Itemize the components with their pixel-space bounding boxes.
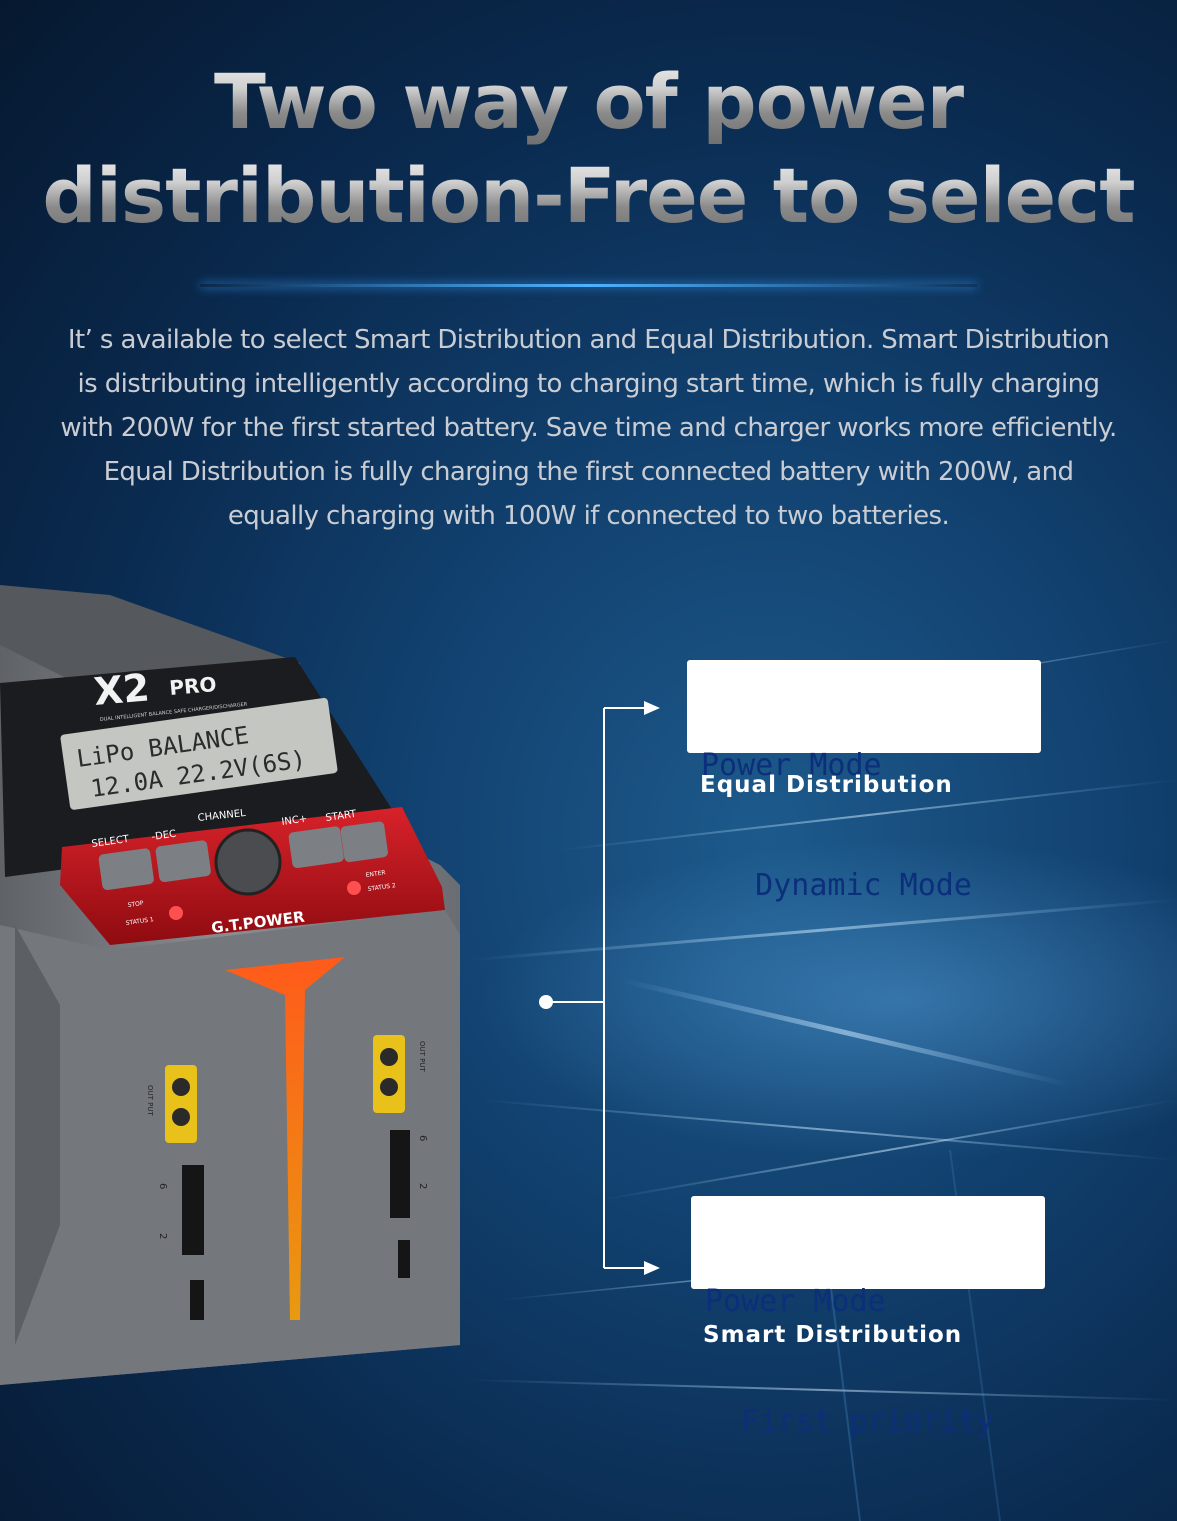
balance-label-6-left: 6 (157, 1183, 168, 1189)
port-label-2: OUT PUT (418, 1041, 426, 1072)
status-1-label: STATUS 1 (125, 916, 154, 927)
model-suffix: PRO (168, 672, 217, 700)
charger-top-panel (0, 585, 300, 685)
select-label: SELECT (91, 834, 131, 850)
port-label-1: OUT PUT (146, 1085, 154, 1116)
balance-port-2 (390, 1130, 410, 1218)
start-label: START (325, 809, 358, 824)
channel-label: CHANNEL (197, 808, 247, 824)
charger-illustration: X2 PRO DUAL INTELLIGENT BALANCE SAFE CHA… (0, 585, 460, 1385)
select-key[interactable] (98, 848, 155, 891)
inc-label: INC+ (281, 813, 308, 827)
lcd-equal-line-2: Dynamic Mode (701, 868, 972, 903)
balance-port-1 (182, 1165, 204, 1255)
enter-label: ENTER (365, 869, 386, 879)
status-2-led (347, 881, 361, 895)
lcd-smart-line-2: First priority (705, 1404, 994, 1439)
headline-line-1: Two way of power (0, 56, 1177, 148)
model-name: X2 (92, 665, 151, 714)
balance-label-2-left: 2 (157, 1233, 168, 1239)
caption-equal-distribution: Equal Distribution (700, 772, 953, 798)
arrow-top-icon (644, 701, 660, 715)
arrow-bottom-icon (644, 1261, 660, 1275)
dec-key[interactable] (155, 840, 212, 883)
lcd-equal-line-1: Power Mode (701, 748, 882, 783)
headline-line-2: distribution-Free to select (0, 150, 1177, 242)
charger-lcd (60, 697, 338, 810)
dec-label: -DEC (151, 829, 177, 843)
start-key[interactable] (340, 821, 389, 863)
lcd-equal-distribution: Power Mode Dynamic Mode (687, 660, 1041, 903)
stop-label: STOP (127, 900, 144, 909)
lcd-smart-line-1: Power Mode (705, 1284, 886, 1319)
status-2-label: STATUS 2 (367, 882, 396, 893)
channel-dial[interactable] (214, 828, 282, 896)
description-text: It’ s available to select Smart Distribu… (60, 325, 1117, 531)
balance-label-2-right: 2 (417, 1183, 428, 1189)
lcd-smart-distribution: Power Mode First priority (691, 1196, 1045, 1439)
caption-smart-distribution: Smart Distribution (703, 1322, 963, 1348)
balance-label-6-right: 6 (417, 1135, 428, 1141)
inc-key[interactable] (288, 826, 345, 869)
glow-divider (200, 284, 977, 287)
status-1-led (169, 906, 183, 920)
